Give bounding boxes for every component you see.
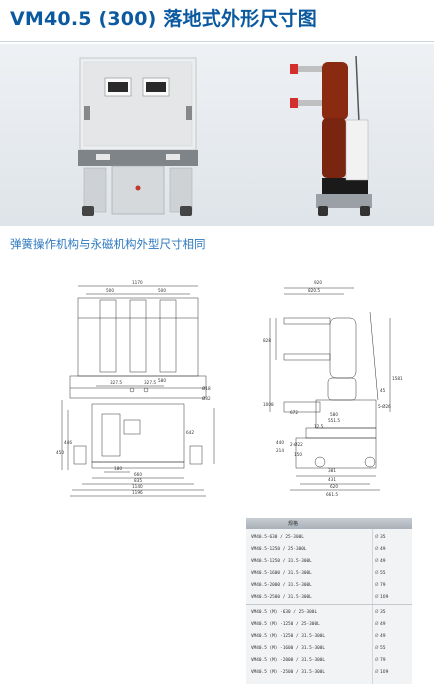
dim-450: 450 [56, 450, 64, 455]
row-model: VM40.5 (M) -1600 / 31.5-300L [251, 646, 326, 651]
row-value: 35 [380, 610, 386, 615]
dim-580-front: 580 [158, 378, 166, 383]
dim-431: 431 [328, 477, 336, 482]
row-model: VM40.5-1250 / 25-300L [251, 547, 307, 552]
dim-327-left: 327.5 [110, 380, 122, 385]
dim-45: 45 [380, 388, 386, 393]
dim-661: 661.5 [326, 492, 338, 497]
row-model: VM40.5-2500 / 31.5-300L [251, 595, 312, 600]
drawing-subtitle: 弹簧操作机构与永磁机构外型尺寸相同 [10, 237, 206, 251]
front-elevation-dims: 1170 500 500 327.5 327.5 580 180 660 835… [56, 280, 211, 495]
dim-180: 180 [114, 466, 122, 471]
phi-symbol: Ø [375, 610, 379, 615]
dim-214: 214 [276, 448, 284, 453]
table-group-divider [246, 604, 412, 605]
dim-500-right: 500 [158, 288, 166, 293]
row-value: 55 [380, 646, 386, 651]
dim-2-phi22: 2-Ø22 [290, 442, 303, 447]
dim-1581: 1581 [392, 376, 403, 381]
phi-symbol: Ø [375, 571, 379, 576]
dim-580-side: 580 [330, 412, 338, 417]
title-divider [0, 41, 434, 42]
dim-440: 440 [276, 440, 284, 445]
phi-symbol: Ø [375, 547, 379, 552]
dim-phi32: Ø32 [202, 396, 211, 401]
row-model: VM40.5 (M) -1250 / 31.5-300L [251, 634, 326, 639]
dim-828: 828 [263, 338, 271, 343]
phi-symbol: Ø [375, 622, 379, 627]
row-value: 55 [380, 571, 386, 576]
spec-table-header: 规格 [246, 518, 412, 529]
row-model: VM40.5 (M) -2000 / 31.5-300L [251, 658, 326, 663]
dim-327-right: 327.5 [144, 380, 156, 385]
phi-symbol: Ø [375, 670, 379, 675]
dim-phi18: Ø18 [202, 386, 211, 391]
side-elevation-drawing [269, 287, 391, 491]
row-model: VM40.5-630 / 25-300L [251, 535, 304, 540]
row-value: 109 [380, 670, 389, 675]
row-value: 49 [380, 622, 386, 627]
row-value: 79 [380, 583, 386, 588]
front-elevation-drawing [61, 285, 215, 497]
phi-symbol: Ø [375, 634, 379, 639]
dim-446: 446 [64, 440, 72, 445]
dim-1140: 1140 [132, 484, 143, 489]
dim-381: 381 [328, 468, 336, 473]
phi-symbol: Ø [375, 535, 379, 540]
dim-620: 620 [330, 484, 338, 489]
phi-symbol: Ø [375, 559, 379, 564]
dim-660: 660 [134, 472, 142, 477]
phi-symbol: Ø [375, 583, 379, 588]
spec-header-label: 规格 [288, 520, 299, 527]
row-value: 49 [380, 547, 386, 552]
row-model: VM40.5-1250 / 31.5-300L [251, 559, 312, 564]
dim-672: 672 [290, 410, 298, 415]
row-value: 49 [380, 559, 386, 564]
row-value: 109 [380, 595, 389, 600]
row-model: VM40.5 (M) -2500 / 31.5-300L [251, 670, 326, 675]
phi-symbol: Ø [375, 658, 379, 663]
row-model: VM40.5-2000 / 31.5-300L [251, 583, 312, 588]
row-value: 79 [380, 658, 386, 663]
row-value: 35 [380, 535, 386, 540]
dim-820: 820.5 [308, 288, 320, 293]
dim-1196: 1196 [132, 490, 143, 495]
dim-12: 12.5 [314, 424, 324, 429]
side-elevation-dims: 920 820.5 828 1581 1008 672 440 45 5-Ø26… [263, 280, 403, 497]
breaker-side-photo [290, 55, 372, 216]
row-model: VM40.5 (M) -1250 / 25-300L [251, 622, 320, 627]
dim-150: 150 [294, 452, 302, 457]
table-column-divider [372, 529, 373, 684]
dim-5-phi26: 5-Ø26 [378, 404, 391, 409]
dim-642: 642 [186, 430, 194, 435]
row-value: 49 [380, 634, 386, 639]
page-title: VM40.5 (300) 落地式外形尺寸图 [10, 8, 317, 30]
phi-symbol: Ø [375, 595, 379, 600]
breaker-front-photo [78, 57, 198, 216]
dim-551: 551.5 [328, 418, 340, 423]
dim-500-left: 500 [106, 288, 114, 293]
dim-920: 920 [314, 280, 322, 285]
row-model: VM40.5-1600 / 31.5-300L [251, 571, 312, 576]
dim-1170: 1170 [132, 280, 143, 285]
phi-symbol: Ø [375, 646, 379, 651]
row-model: VM40.5 (M) -630 / 25-300L [251, 610, 318, 615]
dim-835: 835 [134, 478, 142, 483]
dim-1008: 1008 [263, 402, 274, 407]
